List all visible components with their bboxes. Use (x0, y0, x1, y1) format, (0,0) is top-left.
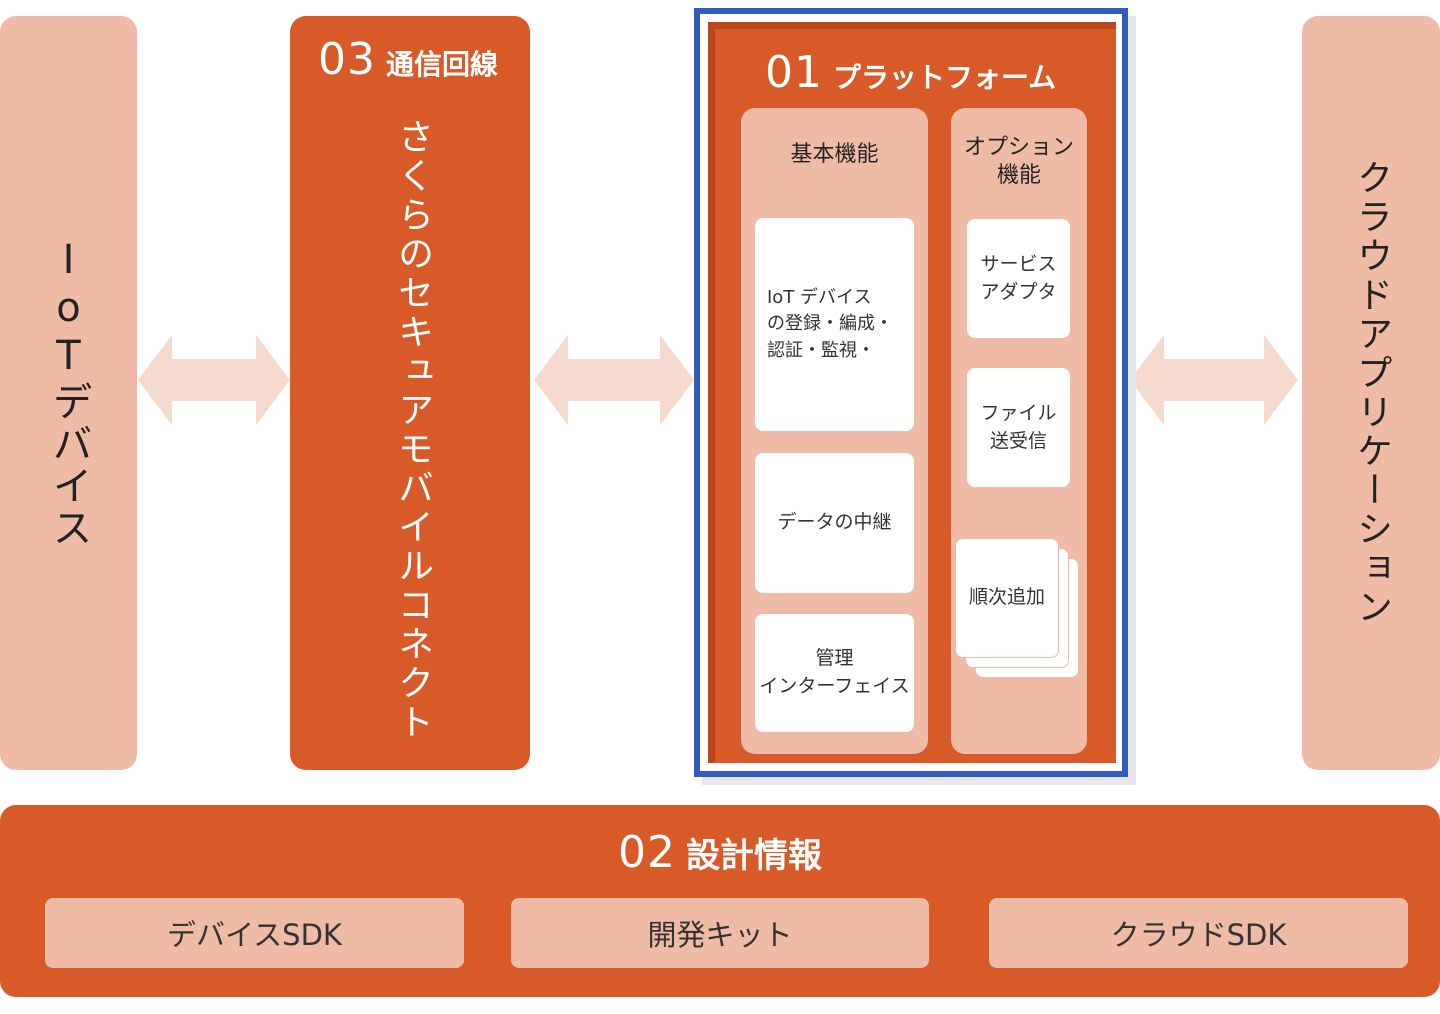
cloud-sdk-item: クラウドSDK (989, 898, 1408, 968)
device-sdk-item: デバイスSDK (45, 898, 464, 968)
file-transfer-card-text: ファイル 送受信 (980, 401, 1057, 452)
secure-mobile-connect-label: さくらのセキュアモバイルコネクト (392, 118, 433, 742)
communication-line-box: 03 通信回線 さくらのセキュアモバイルコネクト (290, 16, 530, 770)
basic-functions-panel: 基本機能 IoT デバイス の登録・編成・ 認証・監視・ データの中継 管理 イ… (741, 108, 928, 754)
data-relay-card-text: データの中継 (777, 511, 892, 534)
file-transfer-card: ファイル 送受信 (967, 368, 1070, 487)
dev-kit-label: 開発キット (647, 918, 793, 952)
data-relay-card: データの中継 (755, 453, 914, 593)
sequential-addition-card-text: 順次追加 (968, 586, 1045, 609)
registration-card: IoT デバイス の登録・編成・ 認証・監視・ (755, 218, 914, 431)
cloud-sdk-label: クラウドSDK (1110, 918, 1287, 952)
iot-device-box: IoTデバイス (0, 16, 137, 770)
section-number: 01 (765, 47, 823, 98)
management-interface-card: 管理 インターフェイス (755, 614, 914, 732)
platform-header: 01 プラットフォーム (765, 47, 1056, 98)
communication-line-header: 03 通信回線 (318, 34, 498, 85)
section-title: 通信回線 (386, 48, 499, 81)
section-number: 03 (318, 34, 376, 85)
management-interface-card-text: 管理 インターフェイス (759, 647, 910, 697)
iot-device-label: IoTデバイス (45, 237, 92, 549)
registration-card-text: IoT デバイス の登録・編成・ 認証・監視・ (767, 287, 893, 361)
cloud-application-box: クラウドアプリケーション (1302, 16, 1440, 770)
design-info-header: 02 設計情報 (0, 827, 1440, 878)
service-adapter-card: サービス アダプタ (967, 219, 1070, 338)
arrow-platform-cloud (1130, 335, 1298, 425)
section-number: 02 (618, 827, 676, 878)
device-sdk-label: デバイスSDK (167, 918, 342, 952)
arrow-line-platform (534, 335, 694, 425)
platform-highlight-frame[interactable]: 01 プラットフォーム 基本機能 IoT デバイス の登録・編成・ 認証・監視・… (694, 8, 1128, 777)
sequential-addition-card: 順次追加 (955, 538, 1059, 658)
optional-functions-panel: オプション 機能 サービス アダプタ ファイル 送受信 順次追加 (951, 108, 1087, 754)
arrow-device-line (138, 335, 290, 425)
basic-functions-title: 基本機能 (790, 142, 879, 167)
optional-functions-title: オプション 機能 (963, 135, 1074, 188)
design-info-box: 02 設計情報 デバイスSDK 開発キット クラウドSDK (0, 805, 1440, 997)
service-adapter-card-text: サービス アダプタ (980, 252, 1057, 303)
dev-kit-item: 開発キット (511, 898, 929, 968)
platform-box: 01 プラットフォーム 基本機能 IoT デバイス の登録・編成・ 認証・監視・… (708, 22, 1116, 763)
section-title: 設計情報 (686, 836, 822, 876)
section-title: プラットフォーム (833, 61, 1057, 94)
cloud-application-label: クラウドアプリケーション (1351, 159, 1392, 627)
